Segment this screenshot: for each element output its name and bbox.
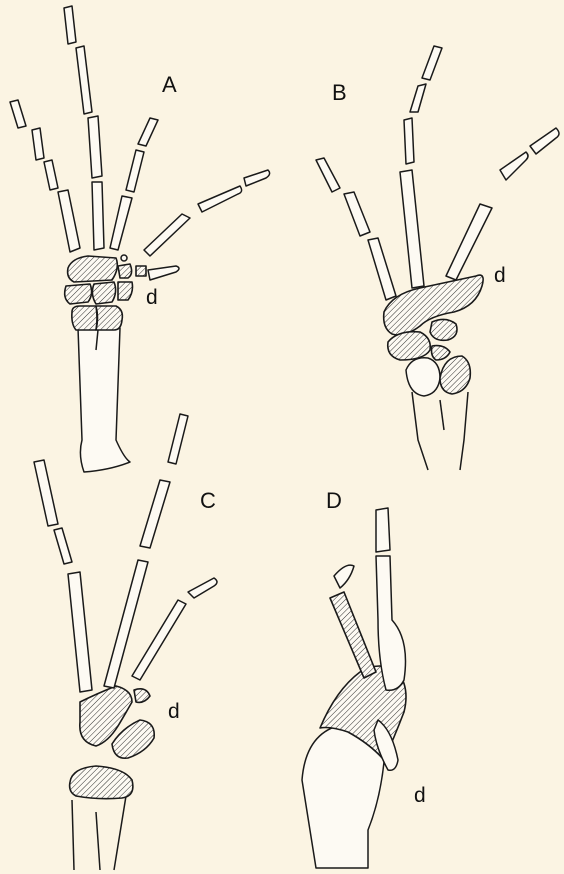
panel-b-epiphysis [440,356,470,394]
panel-b-phalanx [446,204,492,280]
panel-c: C d [34,414,217,870]
panel-b-phalanx [400,170,424,288]
panel-b-phalanx [500,152,528,180]
panel-b-carpal [430,319,457,340]
panel-a-epiphysis [96,306,122,330]
panel-b-carpal [432,346,451,360]
panel-c-phalanx [132,600,186,680]
panel-d-phalanx [334,565,354,588]
panel-c-phalanx [68,572,92,692]
panel-b-phalanx [344,192,370,236]
panel-a-phalanx [64,6,76,44]
panel-c-d-label: d [168,700,180,723]
panel-c-phalanx [188,578,217,598]
panel-a: A d [10,6,270,472]
panel-b-phalanx [404,118,414,164]
panel-d-phalanx [376,508,390,552]
panel-c-phalanx [140,480,170,548]
panel-b-label: B [332,80,347,105]
panel-b-forearm-bone [460,392,468,470]
panel-a-phalanx [244,170,270,186]
panel-b-phalanx [530,128,559,154]
panel-a-phalanx [10,100,26,128]
panel-a-phalanx [88,116,102,178]
panel-c-phalanx [168,414,188,464]
panel-d-label: D [326,488,342,513]
panel-a-carpal [118,264,132,278]
panel-d-phalanx [330,592,376,678]
panel-a-label: A [162,72,177,97]
panel-a-carpal [118,282,133,300]
panel-b-epiphysis [406,358,440,396]
panel-b-phalanx [422,46,442,80]
panel-b-forearm-bone [412,392,428,470]
panel-a-d-label: d [146,286,158,309]
panel-c-label: C [200,488,216,513]
panel-c-epiphysis [70,766,133,799]
panel-a-phalanx [76,46,92,114]
panel-c-forearm-bone [72,800,74,870]
panel-a-phalanx [138,118,158,146]
panel-b-phalanx [316,158,340,192]
panel-a-phalanx [126,150,144,192]
panel-b-d-label: d [494,264,506,287]
panel-a-phalanx [198,186,242,212]
panel-a-phalanx [58,190,80,252]
panel-a-carpal [92,282,115,304]
panel-b-phalanx [368,238,396,300]
panel-a-phalanx [92,182,104,250]
panel-c-phalanx [34,460,58,526]
panel-d: D d [302,488,426,868]
panel-b-carpal [388,332,431,360]
panel-a-phalanx [44,160,58,190]
panel-b: B d [316,46,559,470]
panel-a-carpal [68,256,118,282]
panel-a-forearm-bone [78,328,130,472]
panel-c-forearm-bone [114,796,126,870]
panel-d-d-label: d [414,784,426,807]
panel-c-carpal [134,689,150,703]
panel-a-phalanx [144,214,190,256]
panel-a-epiphysis [72,306,97,330]
panel-c-phalanx [54,528,72,564]
panel-a-phalanx [110,196,132,250]
panel-c-forearm-bone [96,812,100,870]
panel-a-phalanx [32,128,44,160]
panel-b-phalanx [410,84,426,112]
panel-a-carpal [65,284,92,304]
panel-a-digit-d-element [148,266,179,280]
